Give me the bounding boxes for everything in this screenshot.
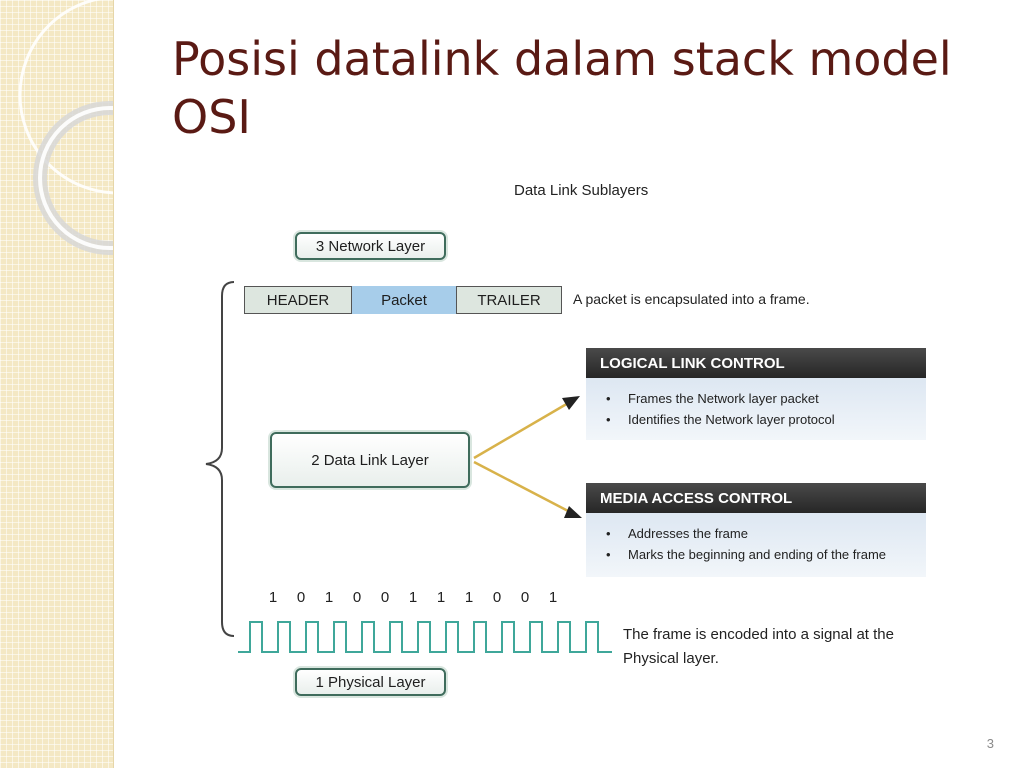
frame-header: HEADER	[244, 286, 352, 314]
llc-item: Frames the Network layer packet	[606, 388, 912, 409]
bit: 0	[352, 589, 362, 606]
frame-row: HEADER Packet TRAILER	[244, 286, 562, 314]
physical-layer-box: 1 Physical Layer	[295, 668, 446, 696]
mac-panel: MEDIA ACCESS CONTROL Addresses the frame…	[586, 483, 926, 577]
mac-item: Marks the beginning and ending of the fr…	[606, 544, 912, 565]
network-layer-box: 3 Network Layer	[295, 232, 446, 260]
mac-item: Addresses the frame	[606, 523, 912, 544]
bit: 1	[324, 589, 334, 606]
frame-caption: A packet is encapsulated into a frame.	[573, 291, 810, 307]
arrow-to-mac	[473, 460, 582, 518]
llc-item: Identifies the Network layer protocol	[606, 409, 912, 430]
llc-body: Frames the Network layer packet Identifi…	[586, 378, 926, 440]
llc-panel: LOGICAL LINK CONTROL Frames the Network …	[586, 348, 926, 440]
llc-title: LOGICAL LINK CONTROL	[586, 348, 926, 378]
decorative-sidebar	[0, 0, 114, 768]
bit: 1	[408, 589, 418, 606]
bit: 1	[436, 589, 446, 606]
bit: 0	[520, 589, 530, 606]
mac-title: MEDIA ACCESS CONTROL	[586, 483, 926, 513]
slide-title: Posisi datalink dalam stack model OSI	[172, 32, 952, 144]
mac-body: Addresses the frame Marks the beginning …	[586, 513, 926, 577]
bit: 1	[268, 589, 278, 606]
bit: 0	[296, 589, 306, 606]
frame-packet: Packet	[352, 286, 456, 314]
bit: 1	[464, 589, 474, 606]
arrow-to-llc	[473, 396, 580, 460]
decorative-circles	[18, 0, 113, 255]
diagram-heading: Data Link Sublayers	[514, 182, 649, 199]
frame-trailer: TRAILER	[456, 286, 562, 314]
bit: 0	[492, 589, 502, 606]
signal-caption-line1: The frame is encoded into a signal at th…	[623, 626, 894, 643]
bit: 0	[380, 589, 390, 606]
signal-caption-line2: Physical layer.	[623, 650, 719, 667]
signal-waveform	[238, 621, 612, 653]
left-brace	[205, 281, 235, 637]
data-link-layer-box: 2 Data Link Layer	[270, 432, 470, 488]
slide-number: 3	[986, 736, 994, 751]
bit: 1	[548, 589, 558, 606]
